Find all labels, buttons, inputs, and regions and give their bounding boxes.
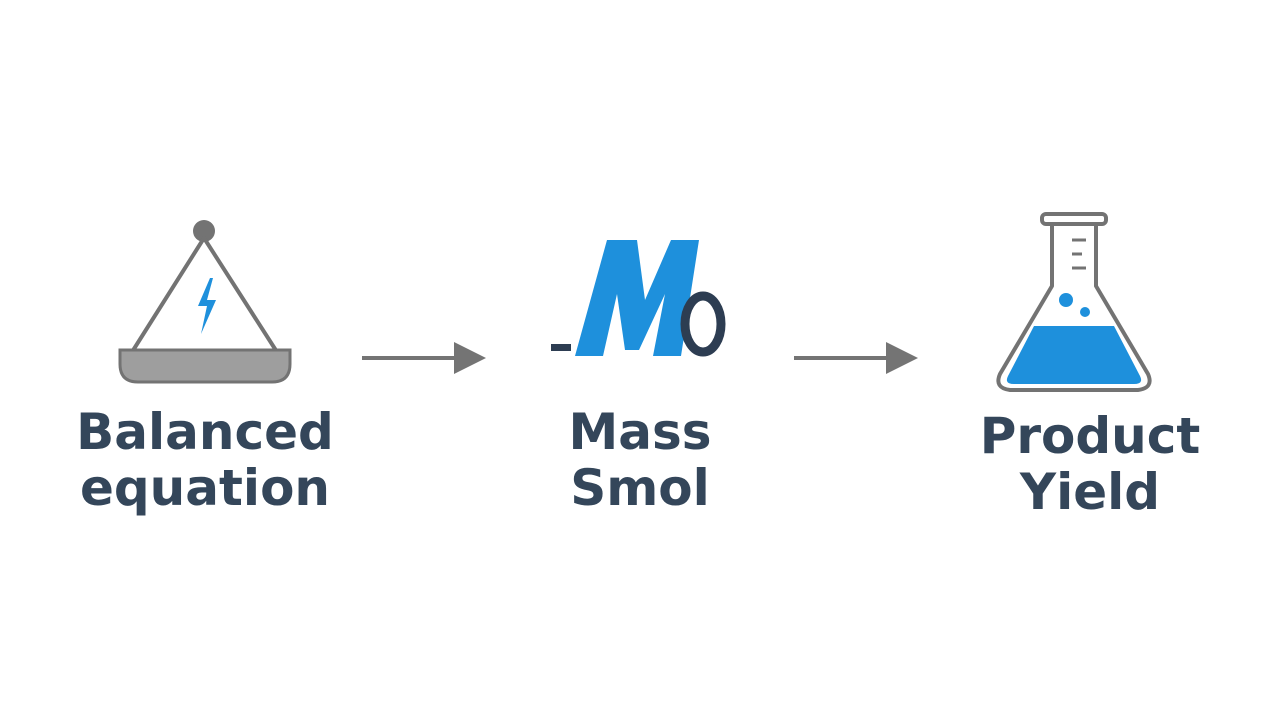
step-label-line: equation <box>79 459 331 517</box>
balance-scale-icon <box>118 220 292 384</box>
step-label-mass-smol: Mass Smol <box>490 404 790 516</box>
step-label-line: Smol <box>570 459 710 517</box>
right-arrow-icon <box>362 342 486 374</box>
molar-mass-icon <box>551 240 726 357</box>
step-label-line: Product <box>979 407 1201 465</box>
step-label-line: Mass <box>568 403 712 461</box>
step-label-line: Balanced <box>76 403 334 461</box>
erlenmeyer-flask-icon <box>996 212 1152 392</box>
right-arrow-icon <box>794 342 918 374</box>
step-label-line: Yield <box>1019 463 1161 521</box>
step-label-balanced-equation: Balanced equation <box>40 404 370 516</box>
step-label-product-yield: Product Yield <box>930 408 1250 520</box>
